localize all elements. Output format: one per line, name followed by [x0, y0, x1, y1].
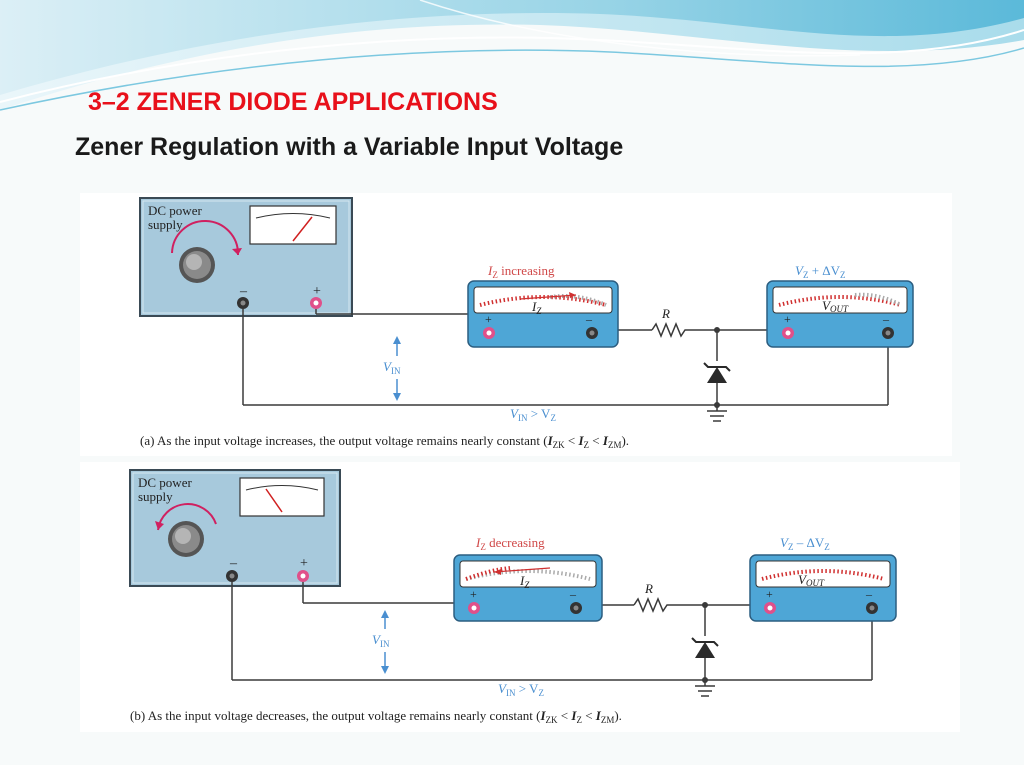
supply-knob — [179, 247, 215, 283]
svg-text:–: – — [229, 556, 238, 571]
supply-needle — [292, 216, 313, 242]
supply-label-1: DC power — [148, 203, 202, 218]
svg-text:VOUT: VOUT — [798, 572, 825, 588]
svg-text:R: R — [661, 306, 670, 321]
vz-delta-label: VZ + ΔVZ — [795, 263, 846, 280]
dc-power-supply: DC power supply – + — [129, 469, 341, 587]
slide-subtitle: Zener Regulation with a Variable Input V… — [75, 133, 624, 161]
ammeter-iz: IZ + – — [467, 280, 619, 348]
slide-title: 3–2 ZENER DIODE APPLICATIONS — [88, 88, 498, 116]
ground-symbol — [707, 410, 727, 422]
svg-text:+: + — [300, 556, 308, 571]
iz-decreasing-label: IZ decreasing — [475, 535, 545, 552]
vin-label: VIN — [372, 632, 390, 649]
knob-rotation-arrow — [157, 503, 217, 531]
voltmeter-vout: VOUT + – — [749, 554, 897, 622]
svg-text:+: + — [470, 587, 477, 601]
svg-text:DC power: DC power — [138, 475, 192, 490]
ground-symbol — [695, 685, 715, 697]
svg-text:–: – — [865, 587, 873, 601]
voltmeter-vout: VOUT + – — [766, 280, 914, 348]
svg-text:supply: supply — [138, 489, 173, 504]
svg-text:IZ: IZ — [531, 299, 542, 316]
zener-diode — [691, 637, 719, 658]
svg-text:DC power: DC power — [148, 203, 202, 218]
svg-text:+: + — [485, 312, 492, 326]
supply-label-2: supply — [148, 217, 183, 232]
figure-a-panel: DC power supply – + — [80, 193, 952, 456]
knob-rotation-arrow — [171, 220, 240, 256]
figure-b-panel: DC power supply – + — [80, 462, 960, 732]
vz-delta-label: VZ – ΔVZ — [780, 535, 830, 552]
svg-text:R: R — [644, 581, 653, 596]
zener-diode — [703, 362, 731, 383]
svg-text:–: – — [239, 284, 248, 299]
svg-text:+: + — [784, 312, 791, 326]
resistor-r — [633, 597, 670, 613]
svg-text:+: + — [766, 587, 773, 601]
supply-meter-window — [239, 477, 325, 517]
vin-label: VIN — [383, 359, 401, 376]
supply-needle — [265, 488, 283, 513]
caption-a: (a) As the input voltage increases, the … — [140, 433, 629, 450]
svg-text:–: – — [882, 312, 890, 326]
supply-knob — [168, 521, 204, 557]
condition-label: VIN > VZ — [510, 406, 556, 423]
supply-meter-window — [249, 205, 337, 245]
ammeter-iz: IZ + – — [453, 554, 603, 622]
svg-text:+: + — [313, 284, 321, 299]
svg-text:supply: supply — [148, 217, 183, 232]
vin-arrow — [381, 610, 389, 674]
iz-increasing-label: IZ increasing — [487, 263, 555, 280]
dc-power-supply: DC power supply – + — [139, 197, 353, 317]
condition-label: VIN > VZ — [498, 681, 544, 698]
caption-b: (b) As the input voltage decreases, the … — [130, 708, 622, 725]
resistor-r — [651, 322, 688, 338]
svg-text:–: – — [569, 587, 577, 601]
svg-text:IZ: IZ — [519, 573, 530, 590]
vin-arrow — [393, 336, 401, 401]
svg-text:VOUT: VOUT — [822, 298, 849, 314]
svg-text:–: – — [585, 312, 593, 326]
